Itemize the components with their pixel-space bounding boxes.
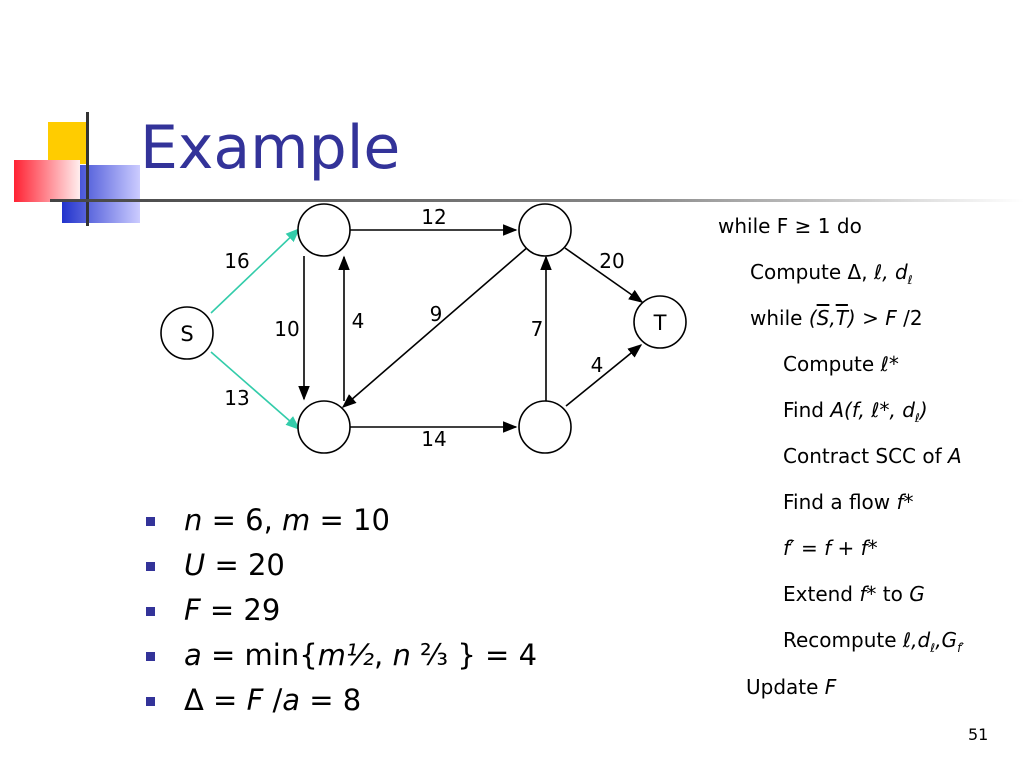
deco-red-square bbox=[14, 160, 80, 202]
page-number: 51 bbox=[968, 725, 989, 744]
edge-s-a bbox=[210, 228, 301, 314]
bullet-marker bbox=[146, 652, 155, 661]
algo-line-10: Recompute ℓ,dℓ,Gf′ bbox=[783, 628, 965, 655]
slide-title: Example bbox=[140, 113, 401, 183]
algo-line-4: Compute ℓ* bbox=[783, 352, 899, 376]
edge-label-c-t: 20 bbox=[599, 249, 624, 273]
edge-label-a-b: 10 bbox=[274, 317, 299, 341]
edge-label-d-c: 7 bbox=[531, 317, 544, 341]
algo-line-1: while F ≥ 1 do bbox=[718, 214, 862, 238]
algo-line-5: Find A(f, ℓ*, dℓ) bbox=[783, 398, 928, 425]
edge-label-a-c: 12 bbox=[421, 205, 446, 229]
bullet-marker bbox=[146, 517, 155, 526]
algo-line-7: Find a flow f* bbox=[783, 490, 914, 514]
corner-decoration bbox=[14, 112, 1024, 226]
edge-s-b bbox=[210, 351, 301, 430]
algo-line-2: Compute Δ, ℓ, dℓ bbox=[750, 260, 913, 287]
node-a bbox=[297, 203, 351, 257]
edge-label-d-t: 4 bbox=[591, 353, 604, 377]
node-s bbox=[160, 306, 214, 360]
algo-line-9: Extend f* to G bbox=[783, 582, 925, 606]
edge-c-b bbox=[341, 245, 530, 408]
node-b bbox=[297, 400, 351, 454]
edge-label-s-b: 13 bbox=[224, 386, 249, 410]
algo-line-3: while (S,T) > F /2 bbox=[750, 306, 923, 330]
deco-vertical-line bbox=[86, 112, 89, 226]
bullet-marker bbox=[146, 607, 155, 616]
node-c bbox=[518, 203, 572, 257]
algo-line-6: Contract SCC of A bbox=[783, 444, 962, 468]
node-d bbox=[518, 400, 572, 454]
algo-line-11: Update F bbox=[746, 675, 837, 699]
bullet-f: F = 29 bbox=[140, 588, 537, 633]
bullet-delta: Δ = F /a = 8 bbox=[140, 678, 537, 723]
node-t-label: T bbox=[653, 311, 667, 335]
bullet-marker bbox=[146, 562, 155, 571]
bullet-n-m: n = 6, m = 10 bbox=[140, 498, 537, 543]
deco-yellow-square bbox=[48, 122, 88, 164]
edge-d-t bbox=[565, 344, 643, 407]
algo-line-8: f′ = f + f* bbox=[783, 536, 878, 560]
edge-label-s-a: 16 bbox=[224, 249, 249, 273]
parameter-list: n = 6, m = 10 U = 20 F = 29 a = min{m½, … bbox=[140, 498, 537, 723]
bullet-u: U = 20 bbox=[140, 543, 537, 588]
bullet-a: a = min{m½, n ⅔ } = 4 bbox=[140, 633, 537, 678]
bullet-marker bbox=[146, 697, 155, 706]
node-t bbox=[633, 295, 687, 349]
edge-label-c-b: 9 bbox=[430, 302, 443, 326]
node-s-label: S bbox=[180, 322, 193, 346]
edge-c-t bbox=[564, 247, 644, 303]
edge-label-b-a: 4 bbox=[352, 309, 365, 333]
edge-label-b-d: 14 bbox=[421, 427, 446, 451]
deco-horizontal-line bbox=[50, 199, 1024, 202]
